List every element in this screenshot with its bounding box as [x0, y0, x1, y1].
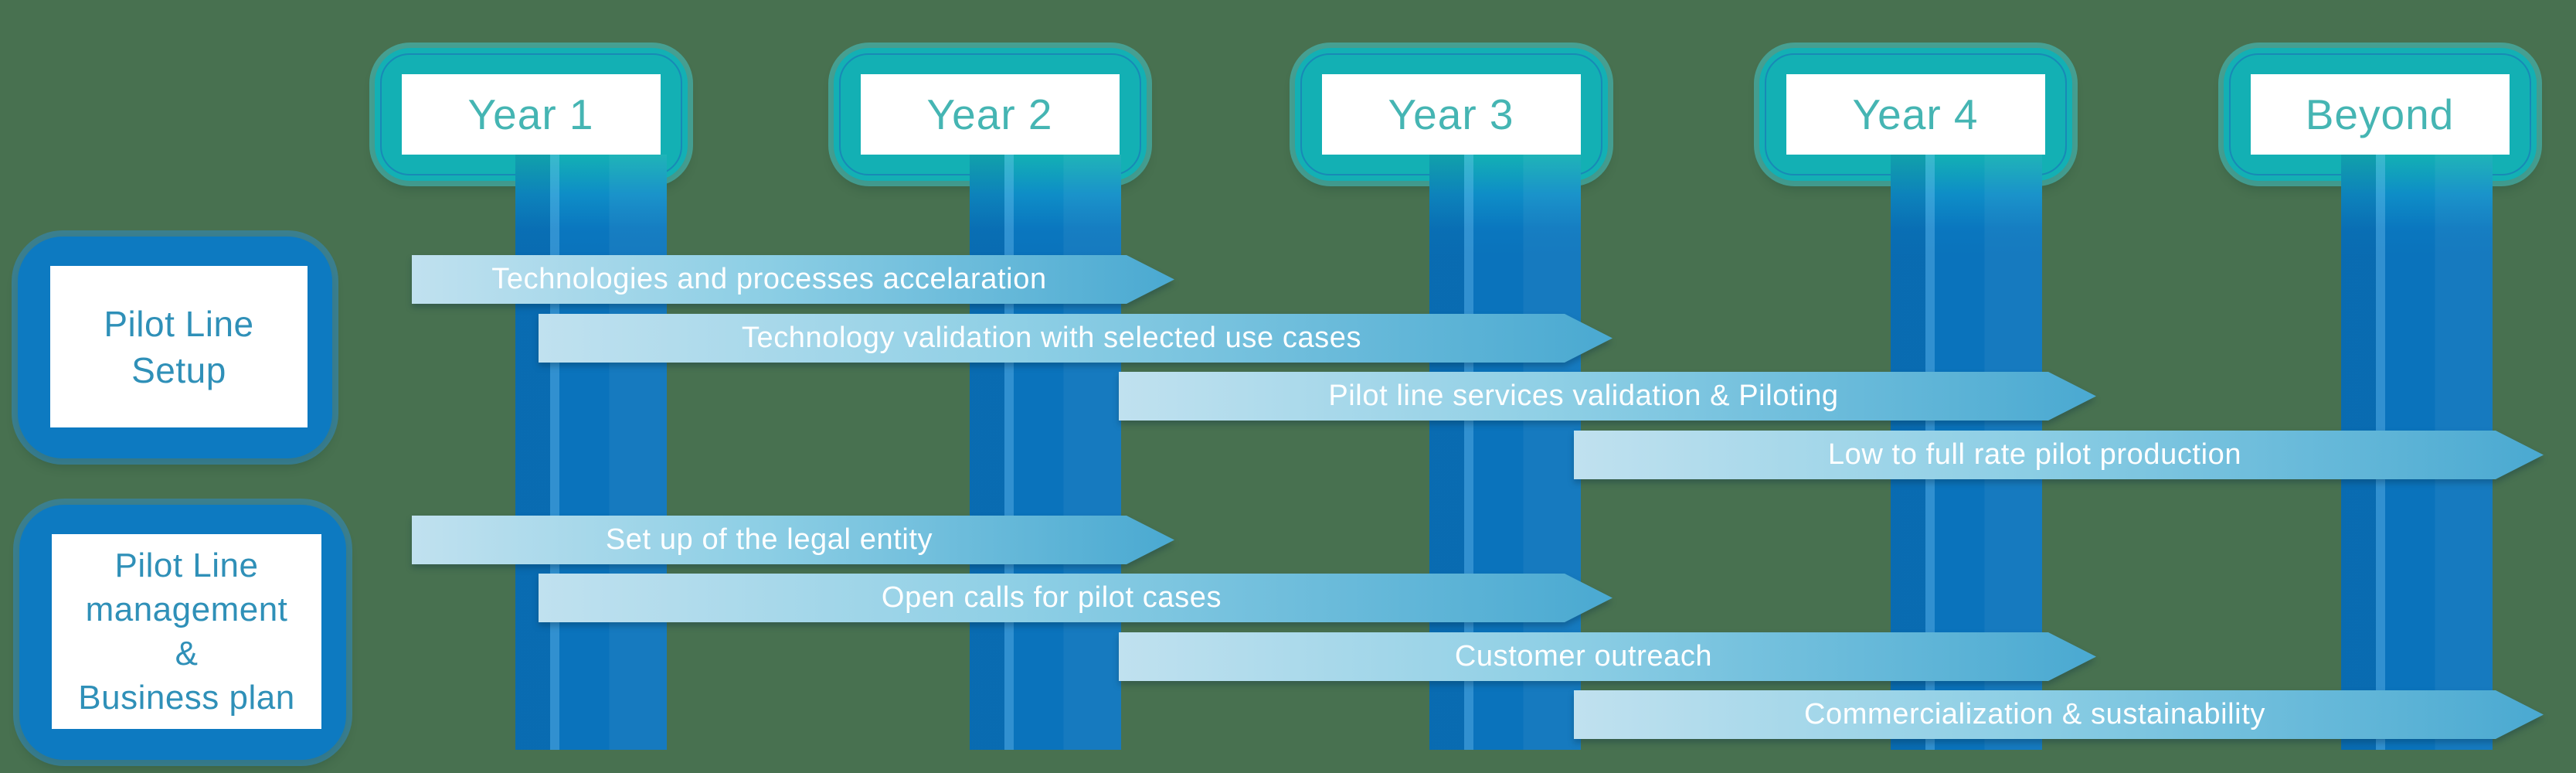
arrow-label: Open calls for pilot cases — [881, 581, 1222, 614]
roadmap-arrow: Technologies and processes accelaration — [412, 255, 1174, 304]
arrow-shape: Commercialization & sustainability — [1574, 690, 2544, 739]
roadmap-arrow: Low to full rate pilot production — [1574, 431, 2544, 479]
year-header-label: Year 1 — [467, 90, 594, 138]
year-header-inner: Year 4 — [1786, 74, 2045, 155]
year-header: Year 1 — [374, 48, 688, 181]
arrow-label: Customer outreach — [1454, 640, 1713, 673]
year-header-label: Year 3 — [1388, 90, 1514, 138]
arrow-shape: Technology validation with selected use … — [539, 314, 1613, 363]
arrow-label: Technology validation with selected use … — [741, 322, 1362, 354]
roadmap-arrow: Pilot line services validation & Pilotin… — [1119, 372, 2096, 421]
roadmap-arrow: Technology validation with selected use … — [539, 314, 1613, 363]
year-header-label: Beyond — [2305, 90, 2455, 138]
year-header-label: Year 4 — [1852, 90, 1979, 138]
roadmap-arrow: Customer outreach — [1119, 632, 2096, 681]
timeline-column — [970, 155, 1121, 750]
side-label-box: Pilot Line management & Business plan — [19, 505, 346, 760]
year-header-label: Year 2 — [926, 90, 1053, 138]
arrow-shape: Low to full rate pilot production — [1574, 431, 2544, 479]
roadmap-arrow: Commercialization & sustainability — [1574, 690, 2544, 739]
arrow-label: Set up of the legal entity — [605, 523, 933, 556]
arrow-label: Commercialization & sustainability — [1804, 698, 2265, 730]
side-label-line: management — [85, 591, 288, 628]
side-label-line: Pilot Line — [104, 303, 254, 344]
year-header-inner: Year 1 — [401, 74, 661, 155]
side-label-inner: Pilot Line management & Business plan — [52, 534, 321, 729]
arrow-shape: Open calls for pilot cases — [539, 574, 1613, 622]
arrow-shape: Pilot line services validation & Pilotin… — [1119, 372, 2096, 421]
timeline-column — [515, 155, 667, 750]
arrow-label: Pilot line services validation & Pilotin… — [1328, 380, 1839, 412]
arrow-shape: Set up of the legal entity — [412, 516, 1174, 564]
side-label-line: Business plan — [78, 679, 295, 717]
arrow-shape: Customer outreach — [1119, 632, 2096, 681]
side-label-line: Pilot Line — [114, 547, 259, 584]
arrow-shape: Technologies and processes accelaration — [412, 255, 1174, 304]
year-header-inner: Beyond — [2250, 74, 2510, 155]
year-header-inner: Year 2 — [860, 74, 1120, 155]
arrow-label: Technologies and processes accelaration — [491, 263, 1047, 295]
side-label-text: Pilot Line management & Business plan — [78, 543, 294, 720]
side-label-line: Setup — [131, 349, 226, 390]
side-label-line: & — [175, 635, 199, 673]
roadmap-arrow: Set up of the legal entity — [412, 516, 1174, 564]
arrow-label: Low to full rate pilot production — [1827, 438, 2242, 471]
year-header-inner: Year 3 — [1321, 74, 1581, 155]
roadmap-arrow: Open calls for pilot cases — [539, 574, 1613, 622]
